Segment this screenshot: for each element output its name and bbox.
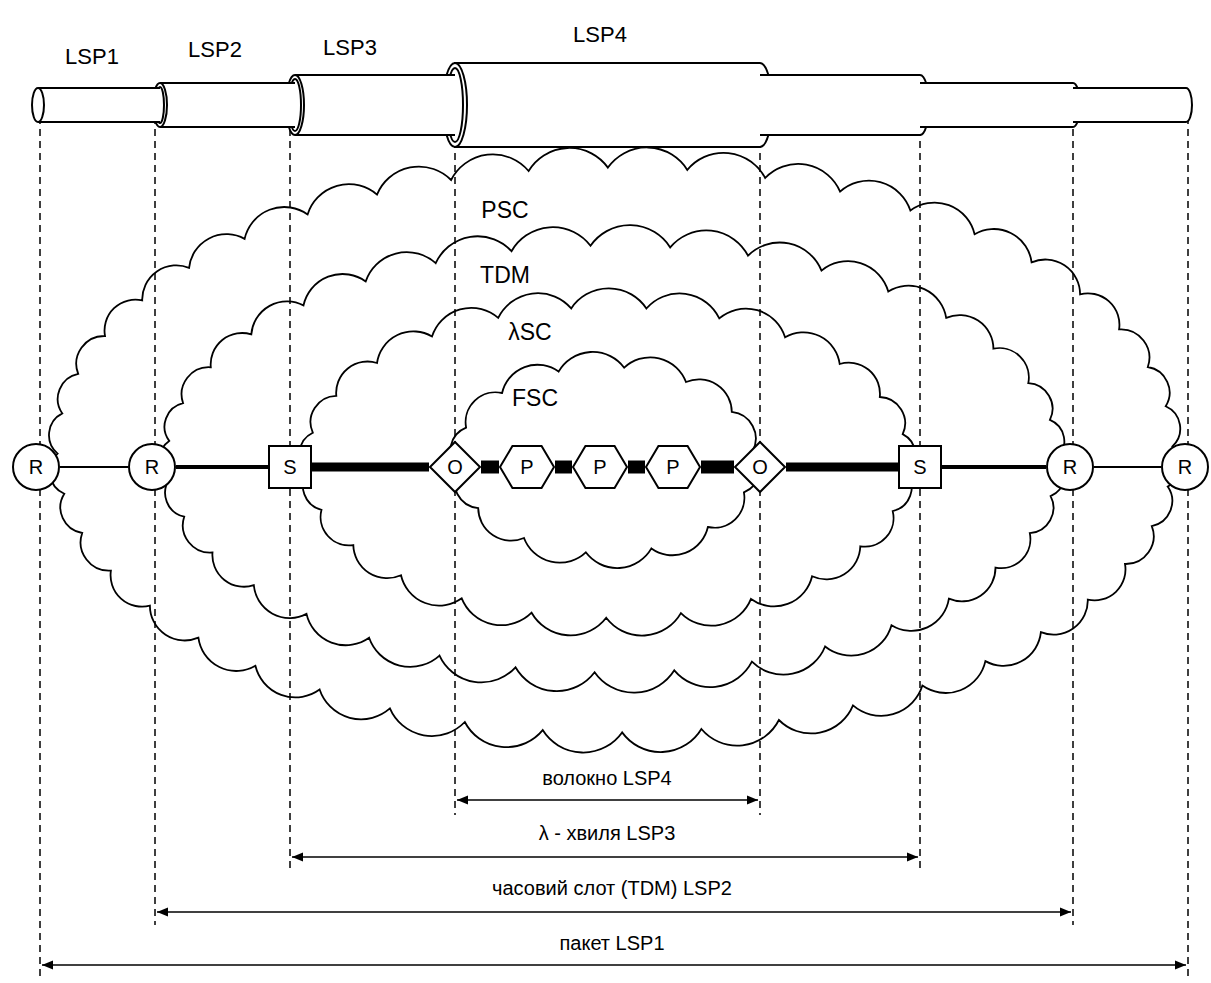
link-line <box>942 465 1046 469</box>
dimension-label: волокно LSP4 <box>538 767 676 790</box>
tube-edge <box>38 87 160 89</box>
tube-body <box>295 75 455 135</box>
node-label: O <box>752 456 768 478</box>
node-label: R <box>29 456 43 478</box>
lsp-label: LSP4 <box>573 22 627 48</box>
node-label: P <box>593 456 606 478</box>
network-node: R <box>128 443 176 491</box>
dimension-arrow <box>42 964 1186 966</box>
network-node: R <box>1046 443 1094 491</box>
network-node: O <box>734 441 786 493</box>
dashed-guide <box>1072 105 1074 925</box>
dashed-guide <box>1187 105 1189 978</box>
tube-body <box>455 63 772 147</box>
cloud-path <box>159 225 1064 692</box>
layer-label: λSC <box>508 319 551 345</box>
cloud-path <box>450 352 760 568</box>
tube-edge <box>160 126 295 128</box>
square-shape <box>269 446 311 488</box>
tube-body <box>760 75 929 135</box>
tube-face <box>32 88 44 122</box>
lsp-label: LSP2 <box>188 37 242 63</box>
link-line <box>1094 466 1161 468</box>
dimension-arrow <box>292 856 918 858</box>
tube-edge <box>760 75 929 135</box>
tube-edge <box>920 83 1080 127</box>
node-label: S <box>913 456 926 478</box>
network-node: P <box>645 445 701 489</box>
network-node: P <box>572 445 628 489</box>
lsp-label: LSP3 <box>323 35 377 61</box>
tube-body <box>1073 88 1192 122</box>
dashed-guide <box>154 105 156 925</box>
layer-cloud: P P P FSC <box>440 350 770 570</box>
layer-label: TDM <box>480 262 530 288</box>
link-line <box>481 461 499 474</box>
tube-edge <box>1073 88 1192 122</box>
network-node: S <box>268 445 312 489</box>
circle-shape <box>1047 444 1093 490</box>
cloud-label-wrap: FSC <box>512 385 558 412</box>
square-shape <box>899 446 941 488</box>
node-label: R <box>145 456 159 478</box>
dimension-arrow <box>157 911 1071 913</box>
link-line <box>701 461 734 474</box>
link-line <box>176 465 268 469</box>
cloud-path <box>300 288 916 635</box>
tube-body <box>38 88 160 122</box>
dashed-guides <box>40 105 1188 978</box>
layer-cloud: P P P FSC O OλSC S S TDM <box>150 228 1075 690</box>
node-label: R <box>1178 456 1192 478</box>
link-line <box>786 463 898 472</box>
dimension-arrow <box>457 799 758 801</box>
diamond-shape <box>735 442 785 492</box>
dimension-label: пакет LSP1 <box>555 932 668 955</box>
dimension-label: λ - хвиля LSP3 <box>535 822 680 845</box>
hex-shape <box>646 446 700 488</box>
hex-shape <box>500 446 554 488</box>
network-node: P <box>499 445 555 489</box>
tube-edge <box>160 82 295 84</box>
node-label: O <box>447 456 463 478</box>
link-line <box>60 466 128 468</box>
link-line <box>628 461 645 474</box>
dimension-arrows <box>42 800 1186 965</box>
network-node: O <box>429 441 481 493</box>
tube-edge <box>295 74 455 76</box>
tube-edge <box>295 134 455 136</box>
diamond-shape <box>430 442 480 492</box>
link-line <box>555 461 572 474</box>
layer-cloud: P P P FSC O OλSC <box>290 290 925 635</box>
dashed-guide <box>39 105 41 978</box>
layer-label: PSC <box>481 197 528 223</box>
tube-body <box>160 83 295 127</box>
node-label: R <box>1063 456 1077 478</box>
network-node: R <box>12 443 60 491</box>
link-line <box>312 463 429 472</box>
cloud-path <box>49 147 1181 752</box>
node-label: P <box>520 456 533 478</box>
node-label: S <box>283 456 296 478</box>
lsp-tubes <box>32 63 1192 147</box>
node-label: P <box>666 456 679 478</box>
network-node: R <box>1161 443 1209 491</box>
circle-shape <box>129 444 175 490</box>
lsp-label: LSP1 <box>65 44 119 70</box>
tube-edge <box>38 121 160 123</box>
layer-label: FSC <box>512 385 558 411</box>
hex-shape <box>573 446 627 488</box>
circle-shape <box>13 444 59 490</box>
circle-shape <box>1162 444 1208 490</box>
cloud-label-wrap: PSC <box>481 197 528 224</box>
cloud-label-wrap: λSC <box>508 319 551 346</box>
network-node: S <box>898 445 942 489</box>
tube-body <box>920 83 1080 127</box>
layer-cloud: PPPFSCOOλSCSSTDMRRPSC <box>40 150 1190 750</box>
cloud-label-wrap: TDM <box>480 262 530 289</box>
dimension-label: часовий слот (TDM) LSP2 <box>488 877 736 900</box>
